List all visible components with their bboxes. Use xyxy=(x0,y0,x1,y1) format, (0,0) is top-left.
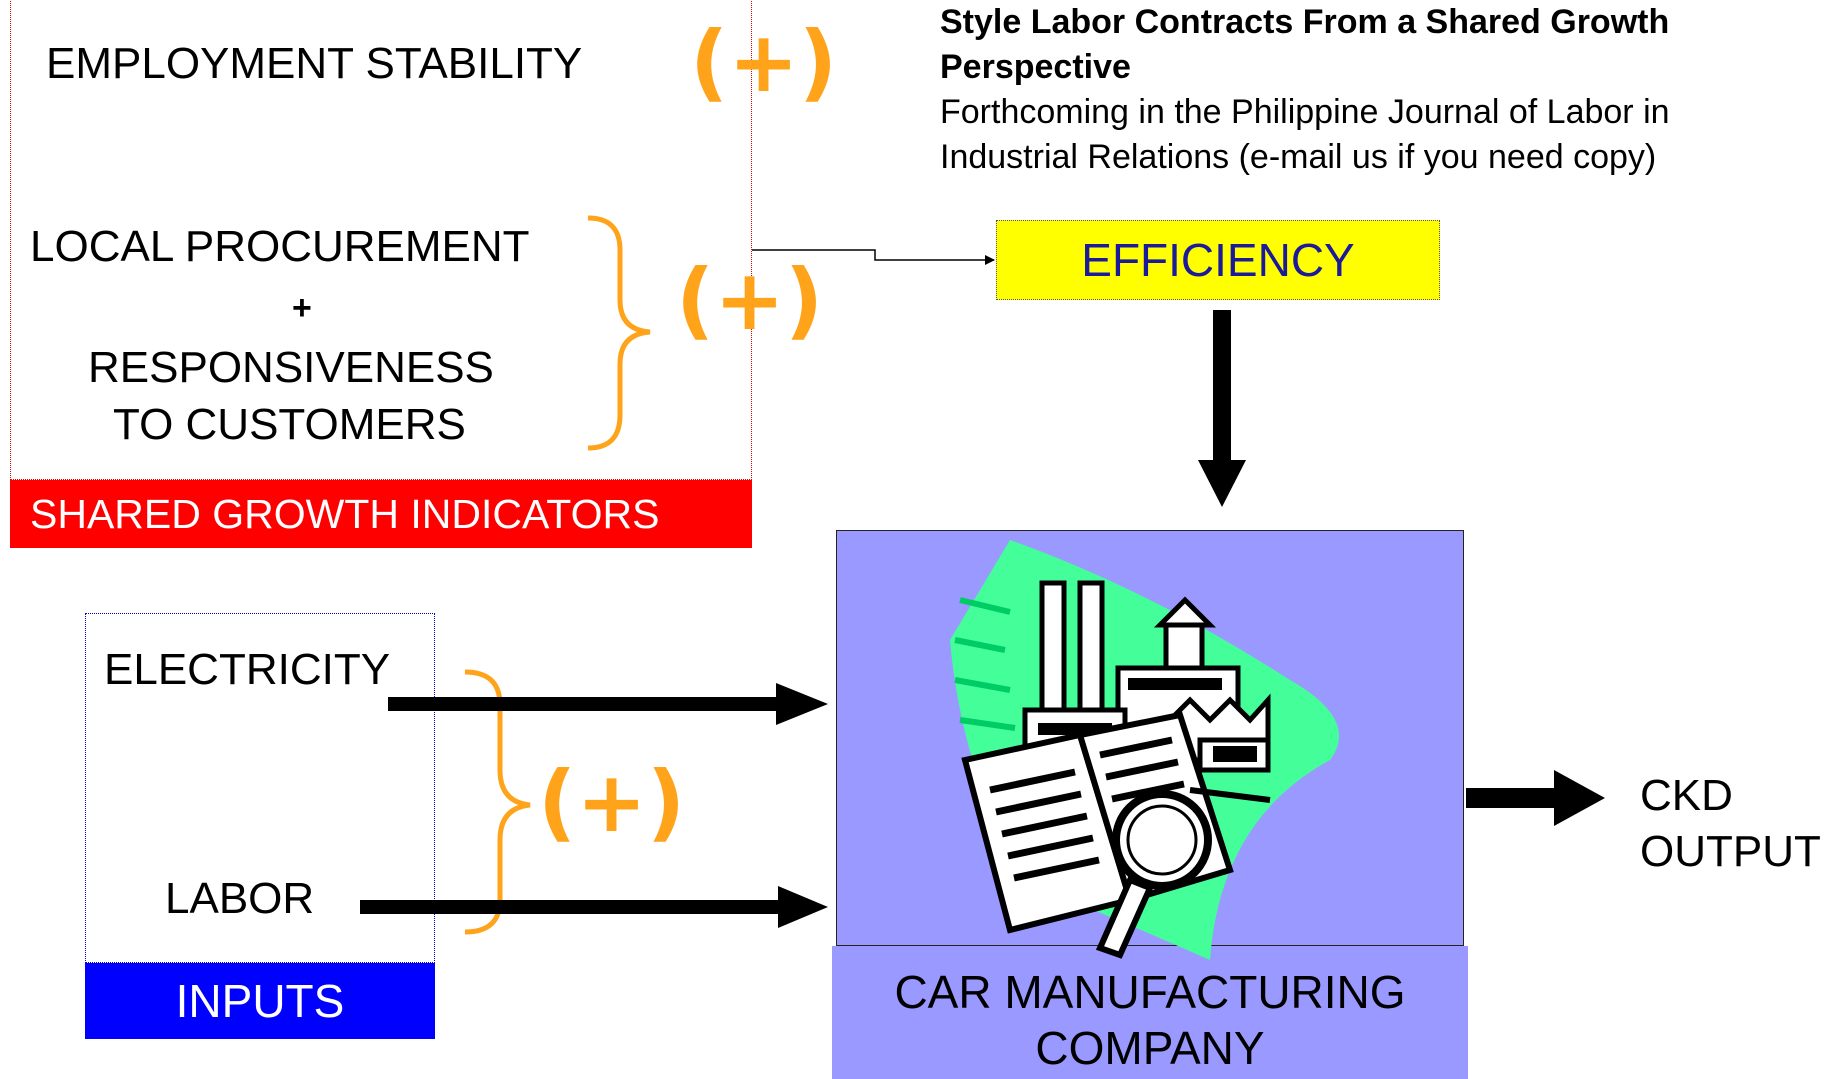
local-procurement-label: LOCAL PROCUREMENT xyxy=(30,222,530,271)
employment-stability-label: EMPLOYMENT STABILITY xyxy=(46,39,583,88)
electricity-label: ELECTRICITY xyxy=(104,645,391,694)
output-line-2: OUTPUT xyxy=(1640,827,1821,876)
paper-title-line-1: Style Labor Contracts From a Shared Grow… xyxy=(940,3,1670,41)
inputs-banner: INPUTS xyxy=(85,963,435,1039)
responsiveness-label: RESPONSIVENESS xyxy=(88,343,494,392)
labor-label: LABOR xyxy=(165,874,315,923)
output-arrow xyxy=(1466,770,1605,826)
company-name-line-2: COMPANY xyxy=(1035,1022,1265,1074)
shared-to-efficiency-connector xyxy=(752,249,995,265)
paper-note-line-2: Industrial Relations (e-mail us if you n… xyxy=(940,138,1657,176)
paper-note-line-1: Forthcoming in the Philippine Journal of… xyxy=(940,93,1670,131)
electricity-arrow xyxy=(388,683,828,725)
employment-positive-sign: (+) xyxy=(690,13,838,111)
company-banner: CAR MANUFACTURING COMPANY xyxy=(832,946,1468,1079)
shared-group-positive-sign: (+) xyxy=(676,251,824,349)
shared-growth-banner: SHARED GROWTH INDICATORS xyxy=(10,480,752,548)
factory-with-book-and-magnifier-icon xyxy=(950,540,1339,960)
labor-arrow xyxy=(360,886,828,928)
inputs-panel xyxy=(85,613,435,963)
company-name-line-1: CAR MANUFACTURING xyxy=(894,966,1406,1018)
paper-reference: Style Labor Contracts From a Shared Grow… xyxy=(940,0,1820,180)
shared-growth-panel xyxy=(10,0,752,480)
paper-title-line-2: Perspective xyxy=(940,48,1131,86)
to-customers-label: TO CUSTOMERS xyxy=(113,400,466,449)
output-line-1: CKD xyxy=(1640,771,1733,820)
efficiency-box: EFFICIENCY xyxy=(996,220,1440,300)
plus-label: + xyxy=(292,289,312,327)
inputs-positive-sign: (+) xyxy=(538,753,686,851)
shared-growth-brace xyxy=(587,215,651,451)
ckd-output-label: CKD OUTPUT xyxy=(1640,768,1821,880)
efficiency-down-arrow xyxy=(1198,310,1246,507)
